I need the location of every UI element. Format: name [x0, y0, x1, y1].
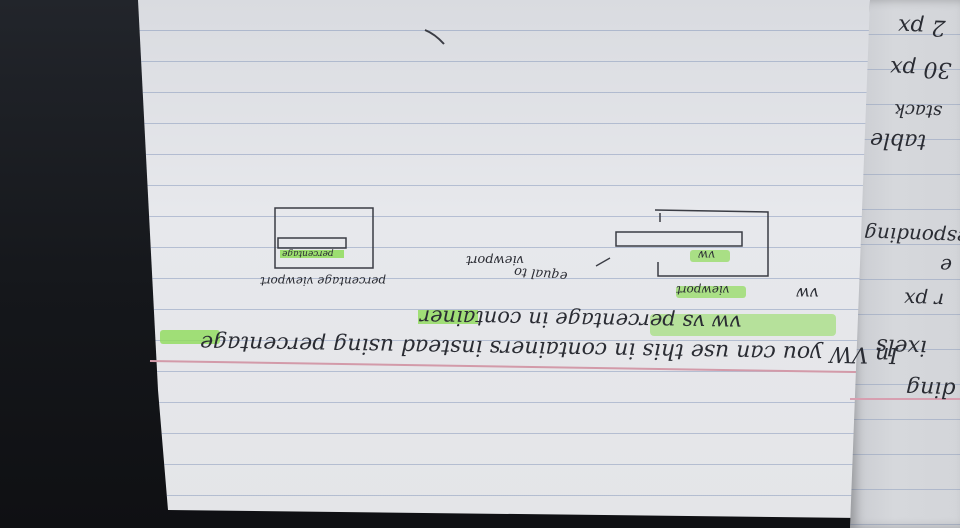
vw-bar: [615, 231, 743, 247]
highlight-vw-vs: [650, 314, 836, 336]
note-percentage-viewport: percentage viewport: [260, 274, 387, 288]
side-note-8: ixels: [875, 333, 928, 360]
highlight-viewport: [676, 286, 746, 298]
viewport-box-outline: [654, 209, 769, 277]
side-note-4: table: [869, 127, 927, 154]
stray-stroke: [424, 29, 445, 45]
side-note-7: r px: [903, 287, 945, 313]
note-viewport-2: viewport: [466, 252, 524, 267]
side-note-5: responding: [863, 222, 960, 250]
note-percentage-box-label: percentage: [282, 248, 334, 258]
note-vw-box-label: vw: [698, 248, 716, 262]
highlight-percentage: [160, 330, 220, 344]
side-note-6: e: [939, 253, 953, 279]
side-note-1: 2 px: [897, 13, 946, 40]
percentage-bar: [277, 237, 347, 249]
side-note-9: ding: [905, 375, 956, 402]
container-box: [274, 207, 374, 269]
side-notebook-page: [850, 0, 960, 528]
note-vw-label: vw: [796, 284, 819, 303]
highlight-line2: [418, 310, 478, 324]
side-note-2: 30 px: [889, 54, 952, 83]
side-margin-line: [850, 398, 960, 400]
arrow-line: [595, 257, 611, 267]
highlight-vw-box: [690, 250, 730, 262]
percentage-highlight: [280, 250, 344, 258]
side-note-3: stack: [893, 99, 943, 122]
note-viewport-label: viewport: [676, 283, 730, 297]
